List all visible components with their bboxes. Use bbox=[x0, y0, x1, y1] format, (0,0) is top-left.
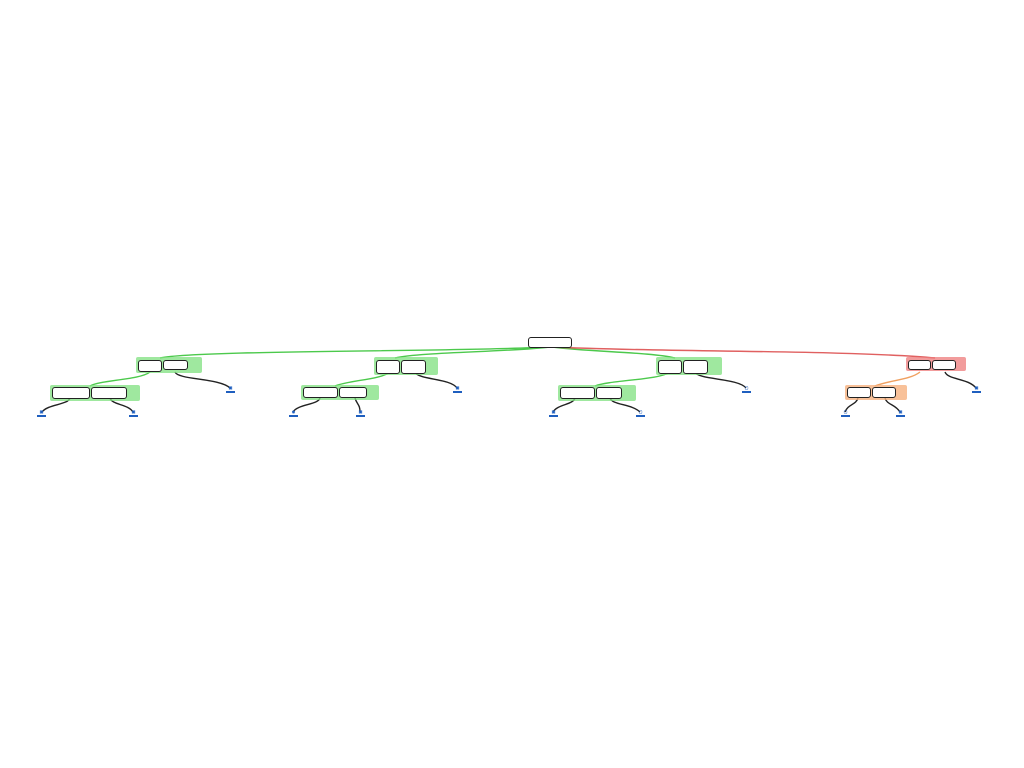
claim-box[interactable] bbox=[163, 360, 188, 370]
claim-box[interactable] bbox=[560, 387, 595, 399]
source-icon[interactable]: ▣ bbox=[226, 386, 235, 393]
rebuttal-box[interactable] bbox=[847, 387, 871, 398]
support-link bbox=[394, 346, 551, 359]
source-icon[interactable]: ▣ bbox=[356, 410, 365, 417]
reason-link bbox=[944, 371, 977, 389]
claim-box[interactable] bbox=[376, 360, 400, 374]
claim-box[interactable] bbox=[401, 360, 426, 374]
source-icon[interactable]: ▢ bbox=[636, 410, 645, 417]
source-icon[interactable]: ▣ bbox=[549, 410, 558, 417]
rebuttal-link bbox=[874, 371, 921, 387]
source-icon[interactable]: ▣ bbox=[453, 386, 462, 393]
reason-link bbox=[174, 371, 231, 389]
source-icon[interactable]: ◉ bbox=[289, 410, 298, 417]
source-icon[interactable]: ▣ bbox=[896, 410, 905, 417]
objection-box[interactable] bbox=[932, 360, 956, 370]
source-icon[interactable]: ▣ bbox=[972, 386, 981, 393]
claim-box[interactable] bbox=[303, 387, 338, 398]
support-link bbox=[159, 346, 551, 359]
claim-box[interactable] bbox=[91, 387, 127, 399]
objection-link bbox=[552, 346, 936, 359]
source-icon[interactable]: ▢ bbox=[742, 386, 751, 393]
claim-box[interactable] bbox=[138, 360, 162, 372]
source-icon[interactable]: ▣ bbox=[37, 410, 46, 417]
support-link bbox=[551, 346, 676, 359]
claim-box[interactable] bbox=[658, 360, 682, 374]
objection-box[interactable] bbox=[908, 360, 931, 370]
support-link bbox=[89, 371, 151, 387]
claim-box[interactable] bbox=[683, 360, 708, 374]
rebuttal-box[interactable] bbox=[872, 387, 896, 398]
main-claim-box[interactable] bbox=[528, 337, 572, 348]
claim-box[interactable] bbox=[52, 387, 90, 399]
claim-box[interactable] bbox=[339, 387, 367, 398]
source-icon[interactable]: ▣ bbox=[129, 410, 138, 417]
claim-box[interactable] bbox=[596, 387, 622, 399]
source-icon[interactable]: ▢ bbox=[841, 410, 850, 417]
